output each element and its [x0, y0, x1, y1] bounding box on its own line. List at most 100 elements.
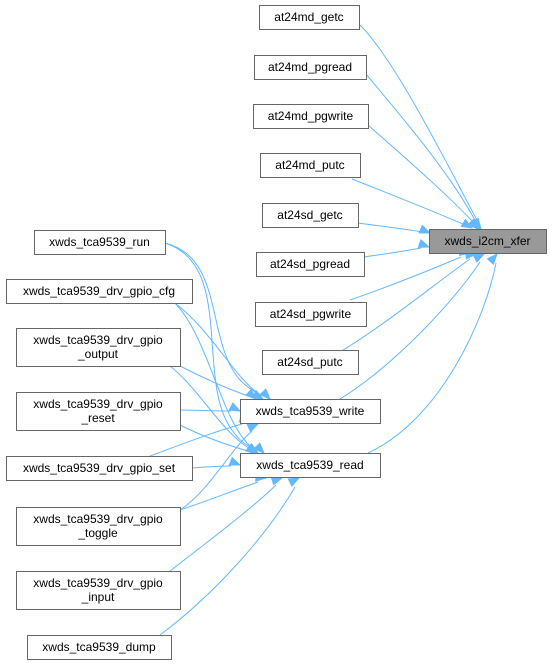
edge-line: [339, 261, 481, 400]
node-label: at24sd_pgwrite: [270, 307, 352, 321]
edge-arrowhead: [245, 388, 258, 400]
node-gpio-set[interactable]: xwds_tca9539_drv_gpio_set: [6, 456, 193, 481]
node-label: at24md_pgread: [268, 60, 352, 74]
node-tca-dump[interactable]: xwds_tca9539_dump: [27, 635, 172, 660]
node-box: [16, 392, 181, 431]
node-label: at24md_pgwrite: [268, 109, 354, 123]
edge-at24md_pgread-to-target: [365, 73, 481, 231]
edge-gpio_cfg-to-tca_read: [174, 302, 260, 454]
node-label: _output: [77, 347, 119, 361]
node-box: [254, 55, 367, 80]
node-at24md-putc[interactable]: at24md_putc: [260, 153, 361, 178]
edge-gpio_reset-to-tca_write: [179, 402, 242, 412]
node-at24md-pgread[interactable]: at24md_pgread: [254, 55, 367, 80]
edge-line: [367, 262, 497, 454]
node-box: [6, 456, 193, 481]
edge-tca_run-to-tca_read: [164, 242, 265, 454]
node-box: [16, 571, 181, 610]
node-at24sd-pgread[interactable]: at24sd_pgread: [256, 252, 365, 277]
node-target[interactable]: xwds_i2cm_xfer: [429, 229, 547, 254]
edge-arrowhead: [228, 456, 242, 466]
node-gpio-toggle[interactable]: xwds_tca9539_drv_gpio_toggle: [16, 507, 181, 546]
node-label: at24sd_pgread: [270, 257, 350, 271]
edge-tca_write-to-target: [339, 253, 486, 400]
edge-line: [179, 430, 253, 511]
node-label: xwds_tca9539_read: [256, 458, 363, 472]
node-gpio-input[interactable]: xwds_tca9539_drv_gpio_input: [16, 571, 181, 610]
edge-line: [179, 409, 232, 412]
edge-line: [159, 486, 296, 636]
node-label: at24md_getc: [274, 10, 343, 24]
node-at24sd-getc[interactable]: at24sd_getc: [262, 203, 359, 228]
node-tca-write[interactable]: xwds_tca9539_write: [240, 399, 381, 424]
node-at24sd-pgwrite[interactable]: at24sd_pgwrite: [255, 302, 367, 327]
edge-at24md_getc-to-target: [359, 24, 482, 231]
node-box: [240, 399, 381, 424]
edge-arrowhead: [472, 253, 486, 263]
edge-arrowhead: [259, 388, 271, 400]
edge-line: [349, 256, 462, 301]
edge-tca_read-to-target: [367, 252, 498, 454]
node-label: at24sd_getc: [277, 208, 342, 222]
node-gpio-cfg[interactable]: xwds_tca9539_drv_gpio_cfg: [6, 279, 193, 304]
node-box: [429, 229, 547, 254]
edge-line: [191, 465, 232, 469]
node-label: xwds_tca9539_drv_gpio: [33, 576, 163, 590]
edge-gpio_input-to-tca_read: [169, 476, 284, 572]
node-label: _input: [81, 590, 115, 604]
node-label: xwds_tca9539_drv_gpio_cfg: [23, 284, 175, 298]
node-box: [16, 328, 181, 367]
edge-line: [365, 73, 477, 223]
node-label: xwds_i2cm_xfer: [444, 234, 530, 248]
node-tca-run[interactable]: xwds_tca9539_run: [34, 230, 166, 255]
edge-at24sd_getc-to-target: [357, 222, 432, 234]
node-box: [240, 453, 381, 478]
node-label: xwds_tca9539_dump: [42, 640, 156, 654]
edge-arrowhead: [228, 402, 242, 412]
edge-arrowhead: [244, 443, 258, 455]
edge-at24md_putc-to-target: [351, 178, 474, 229]
edge-line: [357, 222, 423, 233]
edge-arrowhead: [287, 477, 301, 487]
edge-line: [339, 258, 471, 353]
edge-arrowhead: [486, 252, 498, 266]
node-box: [34, 230, 166, 255]
node-box: [260, 153, 361, 178]
edge-at24md_pgwrite-to-target: [367, 124, 479, 230]
node-gpio-output[interactable]: xwds_tca9539_drv_gpio_output: [16, 328, 181, 367]
node-label: _reset: [80, 411, 115, 425]
edge-at24sd_pgwrite-to-target: [349, 246, 472, 301]
edge-tca_dump-to-tca_read: [159, 477, 301, 636]
edge-gpio_reset-to-tca_read: [179, 424, 258, 455]
nodes: xwds_i2cm_xfer at24md_getc at24md_pgreadat…: [6, 5, 547, 660]
edge-arrowhead: [460, 218, 474, 229]
node-at24md-pgwrite[interactable]: at24md_pgwrite: [253, 104, 369, 129]
node-box: [255, 302, 367, 327]
edge-line: [179, 424, 249, 452]
edge-line: [169, 484, 277, 572]
node-gpio-reset[interactable]: xwds_tca9539_drv_gpio_reset: [16, 392, 181, 431]
node-box: [16, 507, 181, 546]
edge-line: [179, 365, 249, 397]
edge-arrowhead: [253, 442, 265, 454]
edge-line: [174, 302, 253, 449]
node-at24md-getc[interactable]: at24md_getc: [259, 5, 360, 30]
node-box: [253, 104, 369, 129]
node-tca-read[interactable]: xwds_tca9539_read: [240, 453, 381, 478]
edge-line: [179, 481, 259, 511]
edge-arrowhead: [467, 218, 479, 230]
node-label: at24sd_putc: [277, 355, 342, 369]
edge-arrowhead: [418, 224, 432, 234]
node-label: _toggle: [77, 526, 118, 540]
edge-line: [363, 247, 422, 258]
node-box: [256, 252, 365, 277]
edge-arrowhead: [417, 238, 431, 248]
edge-line: [359, 24, 479, 223]
node-label: xwds_tca9539_drv_gpio_set: [23, 461, 176, 475]
edge-line: [174, 302, 257, 393]
node-box: [262, 350, 359, 375]
edge-gpio_toggle-to-tca_write: [179, 423, 260, 511]
node-at24sd-putc[interactable]: at24sd_putc: [262, 350, 359, 375]
node-box: [262, 203, 359, 228]
edge-gpio_set-to-tca_read: [191, 456, 242, 469]
